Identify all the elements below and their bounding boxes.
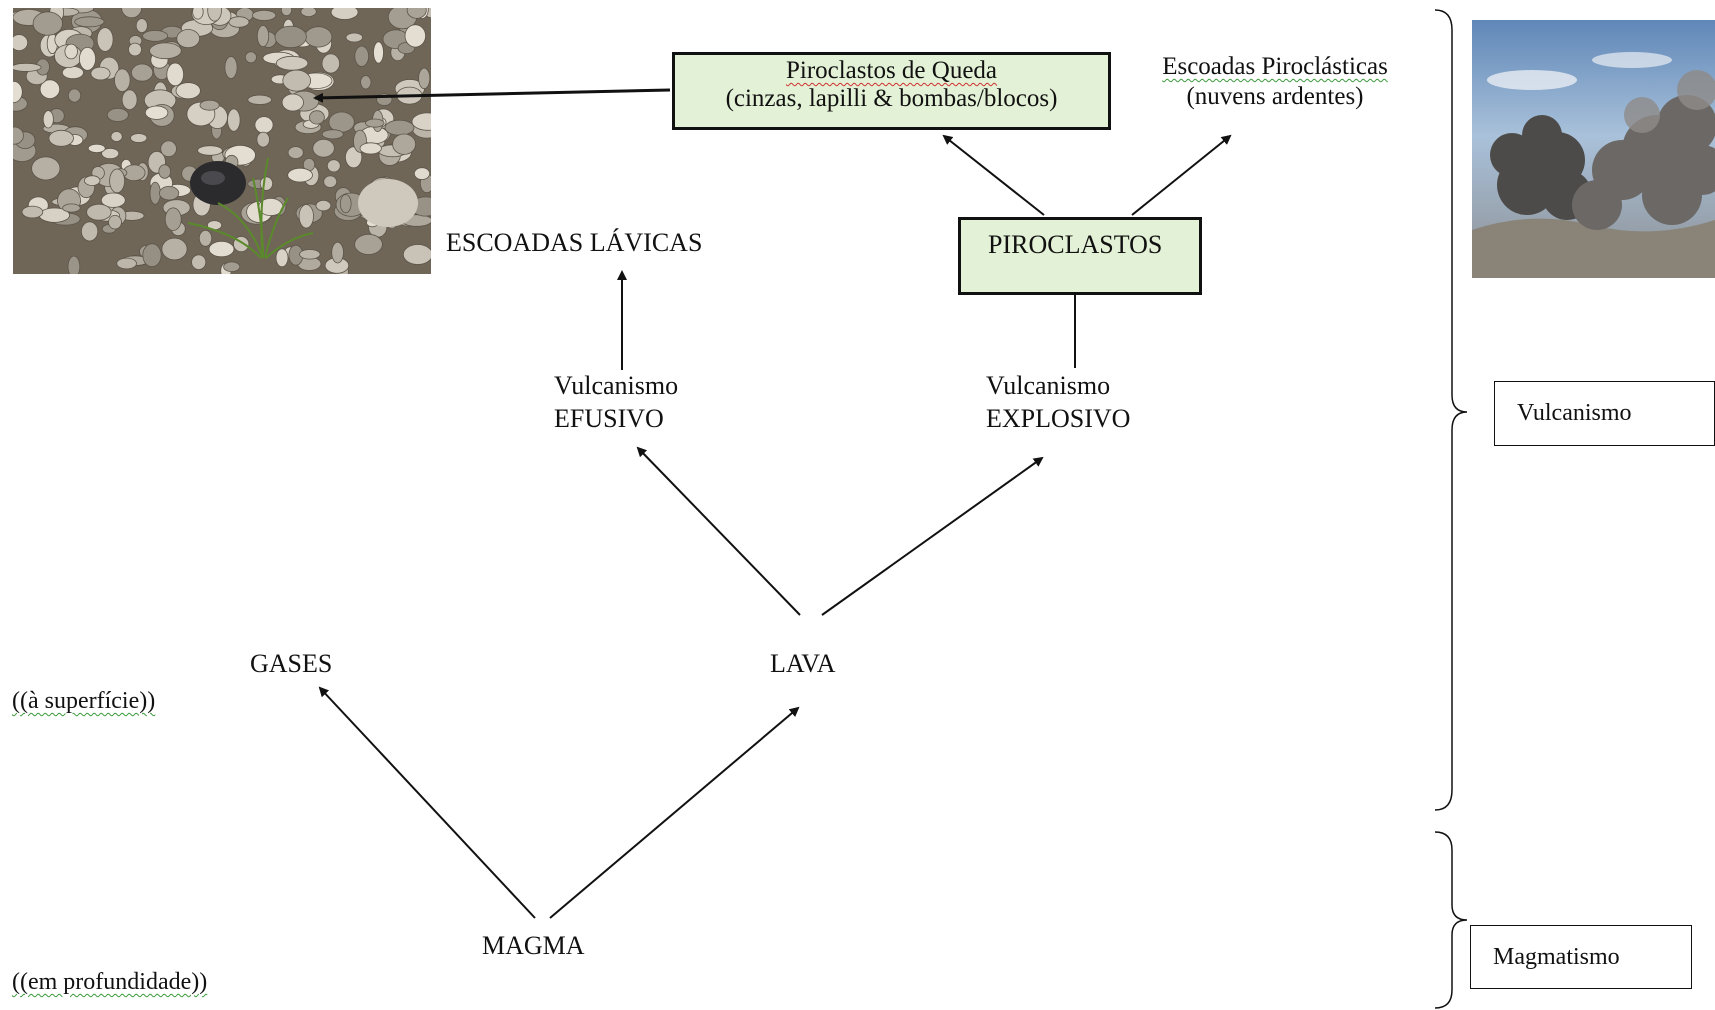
arrow-piroclastos-queda — [942, 134, 1045, 216]
brace-vulcanismo — [1434, 9, 1468, 811]
pyroclastic-cloud-photo — [1472, 20, 1715, 278]
arrow-piroclastos-escoadas — [1131, 134, 1232, 216]
piroclastos-box: PIROCLASTOS — [958, 217, 1202, 295]
depth-label: ((em profundidade)) — [12, 968, 207, 997]
arrow-lava-explosivo — [821, 456, 1044, 616]
brace-magmatismo — [1434, 831, 1468, 1009]
escoadas-piroclasticas-subtitle: (nuvens ardentes) — [1186, 83, 1364, 110]
escoadas-lavicas-label: ESCOADAS LÁVICAS — [446, 228, 703, 257]
explosivo-line1: Vulcanismo — [986, 371, 1111, 400]
explosivo-line2: EXPLOSIVO — [986, 403, 1131, 433]
escoadas-piroclasticas-label: Escoadas Piroclásticas (nuvens ardentes) — [1110, 52, 1440, 112]
vulcanismo-efusivo-label: Vulcanismo EFUSIVO — [554, 370, 678, 435]
gases-label: GASES — [250, 649, 333, 678]
piroclastos-queda-box: Piroclastos de Queda (cinzas, lapilli & … — [672, 52, 1111, 130]
efusivo-line1: Vulcanismo — [554, 371, 679, 400]
vulcanismo-explosivo-label: Vulcanismo EXPLOSIVO — [986, 370, 1130, 435]
surface-label: ((à superfície)) — [12, 687, 155, 716]
piroclastos-queda-subtitle: (cinzas, lapilli & bombas/blocos) — [725, 85, 1058, 112]
magma-label: MAGMA — [482, 931, 585, 960]
escoadas-piroclasticas-title: Escoadas Piroclásticas — [1162, 53, 1388, 80]
arrow-queda-photo — [313, 88, 671, 103]
piroclastos-label: PIROCLASTOS — [988, 230, 1163, 259]
depth-text: ((em profundidade)) — [12, 969, 208, 995]
lava-label: LAVA — [770, 649, 836, 678]
efusivo-line2: EFUSIVO — [554, 403, 664, 433]
arrow-lava-efusivo — [636, 446, 801, 616]
magmatismo-side-box: Magmatismo — [1470, 925, 1692, 989]
pyroclast-rocks-photo — [13, 8, 431, 274]
arrow-magma-lava — [549, 706, 800, 919]
piroclastos-queda-title: Piroclastos de Queda — [785, 57, 998, 84]
surface-text: ((à superfície)) — [12, 688, 156, 714]
vulcanismo-side-box: Vulcanismo — [1494, 381, 1715, 446]
magmatismo-side-label: Magmatismo — [1493, 943, 1620, 970]
arrow-magma-gases — [318, 686, 536, 919]
vulcanismo-side-label: Vulcanismo — [1517, 400, 1632, 426]
